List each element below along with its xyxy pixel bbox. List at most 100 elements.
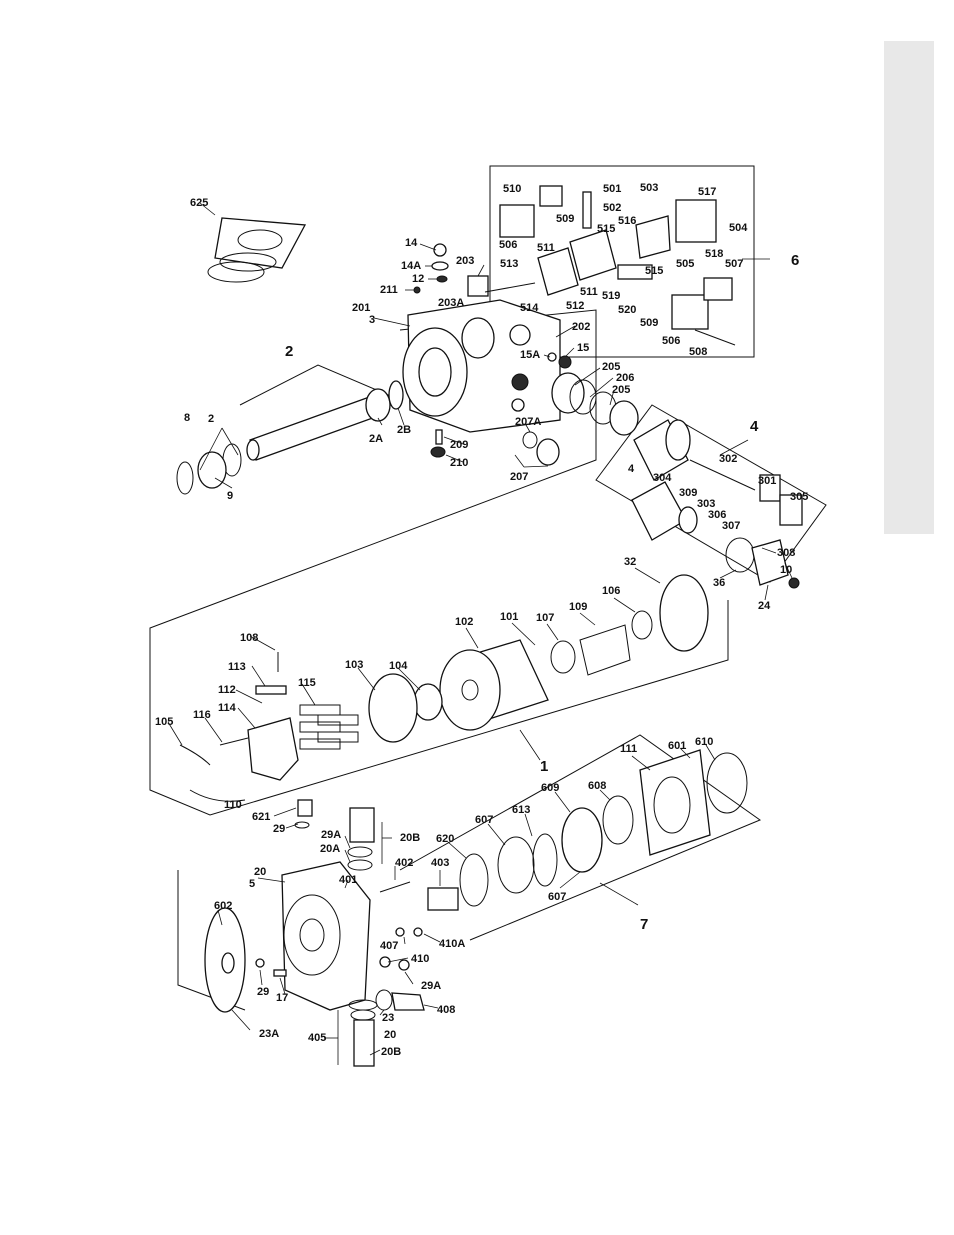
- part-label: 23A: [259, 1028, 279, 1040]
- part-label: 102: [455, 616, 473, 628]
- part-label: 520: [618, 304, 636, 316]
- part-label: 36: [713, 577, 725, 589]
- part-label: 303: [697, 498, 715, 510]
- part-label: 307: [722, 520, 740, 532]
- part-label: 513: [500, 258, 518, 270]
- part-label: 32: [624, 556, 636, 568]
- part-label: 505: [676, 258, 694, 270]
- part-label: 306: [708, 509, 726, 521]
- part-label: 514: [520, 302, 539, 314]
- part-label: 104: [389, 660, 408, 672]
- part-label: 509: [556, 213, 574, 225]
- part-label: 302: [719, 453, 737, 465]
- part-label: 4: [628, 463, 635, 475]
- part-label: 601: [668, 740, 686, 752]
- part-label: 210: [450, 457, 468, 469]
- part-label: 9: [227, 490, 233, 502]
- part-label: 401: [339, 874, 357, 886]
- part-label: 20B: [381, 1046, 401, 1058]
- leader-lines: [167, 202, 793, 1065]
- part-label: 209: [450, 439, 468, 451]
- part-label: 511: [537, 242, 555, 254]
- part-label: 515: [597, 223, 615, 235]
- part-label: 116: [193, 709, 211, 721]
- group-box-6: [489, 165, 755, 358]
- part-label: 211: [380, 284, 398, 296]
- rotating-group: [179, 574, 709, 802]
- part-label: 2B: [397, 424, 411, 436]
- part-label: 301: [758, 475, 776, 487]
- part-label: 103: [345, 659, 363, 671]
- part-label: 625: [190, 197, 208, 209]
- part-label: 506: [499, 239, 517, 251]
- part-label: 516: [618, 215, 636, 227]
- part-label: 112: [218, 684, 236, 696]
- part-label: 206: [616, 372, 634, 384]
- part-label: 10: [780, 564, 792, 576]
- group-label-4: 4: [750, 418, 759, 435]
- part-label: 20: [384, 1029, 396, 1041]
- part-label: 14A: [401, 260, 421, 272]
- part-label: 207: [510, 471, 528, 483]
- part-label: 29: [273, 823, 285, 835]
- compensator-group: [631, 419, 803, 589]
- part-label: 8: [184, 412, 190, 424]
- part-label: 2A: [369, 433, 383, 445]
- group-label-1: 1: [540, 758, 548, 775]
- part-label: 512: [566, 300, 584, 312]
- part-label: 308: [777, 547, 795, 559]
- group-box-2: [239, 364, 401, 406]
- part-label: 608: [588, 780, 606, 792]
- end-cap-group: [427, 749, 748, 911]
- part-label: 602: [214, 900, 232, 912]
- part-label: 410A: [439, 938, 465, 950]
- part-label: 107: [536, 612, 554, 624]
- part-label: 403: [431, 857, 449, 869]
- part-label: 23: [382, 1012, 394, 1024]
- part-label: 507: [725, 258, 743, 270]
- part-label: 610: [695, 736, 713, 748]
- group-box-3: [149, 309, 729, 816]
- seal-kit: [207, 217, 307, 283]
- part-label: 17: [276, 992, 288, 1004]
- part-label: 609: [541, 782, 559, 794]
- part-label: 203A: [438, 297, 464, 309]
- part-label: 2: [208, 413, 214, 425]
- part-label: 509: [640, 317, 658, 329]
- group-label-2: 2: [285, 343, 293, 360]
- part-label: 20B: [400, 832, 420, 844]
- part-label: 101: [500, 611, 518, 623]
- part-label: 517: [698, 186, 716, 198]
- part-label: 511: [580, 286, 598, 298]
- part-label: 106: [602, 585, 620, 597]
- side-tab: [884, 41, 934, 534]
- part-label: 402: [395, 857, 413, 869]
- part-label: 405: [308, 1032, 326, 1044]
- control-valve-group: [484, 185, 736, 346]
- part-label: 304: [653, 472, 672, 484]
- part-label: 501: [603, 183, 621, 195]
- part-label: 114: [218, 702, 237, 714]
- part-label: 519: [602, 290, 620, 302]
- part-label: 305: [790, 491, 808, 503]
- part-label: 29A: [421, 980, 441, 992]
- part-label: 105: [155, 716, 173, 728]
- plug-rings: [522, 372, 639, 466]
- group-label-7: 7: [640, 916, 648, 933]
- part-label: 15A: [520, 349, 540, 361]
- part-label: 502: [603, 202, 621, 214]
- part-label: 108: [240, 632, 258, 644]
- part-label: 202: [572, 321, 590, 333]
- part-label: 620: [436, 833, 454, 845]
- part-label: 109: [569, 601, 587, 613]
- part-label: 113: [228, 661, 246, 673]
- part-label: 504: [729, 222, 748, 234]
- part-label: 309: [679, 487, 697, 499]
- part-label: 203: [456, 255, 474, 267]
- part-label: 201: [352, 302, 370, 314]
- part-label: 407: [380, 940, 398, 952]
- part-label: 15: [577, 342, 589, 354]
- part-label: 207A: [515, 416, 541, 428]
- part-label: 410: [411, 953, 429, 965]
